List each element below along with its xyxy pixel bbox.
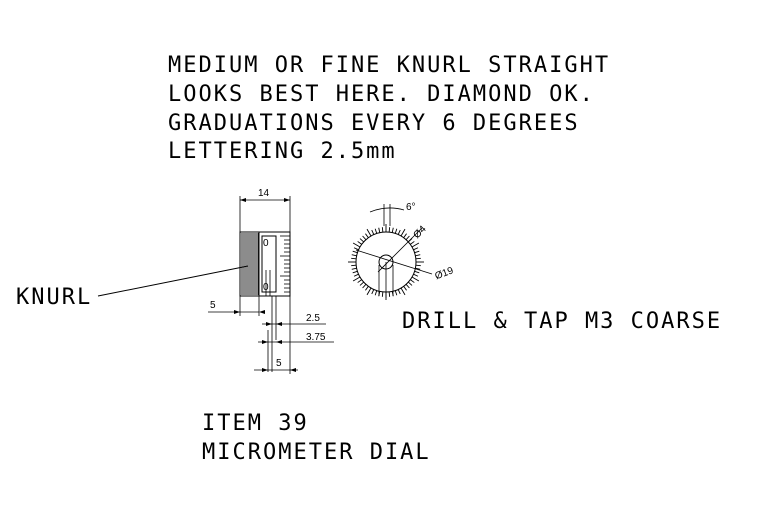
note-line-3: GRADUATIONS EVERY 6 DEGREES xyxy=(168,111,580,136)
arrowhead xyxy=(276,340,282,344)
notes-block: MEDIUM OR FINE KNURL STRAIGHT LOOKS BEST… xyxy=(168,53,610,164)
knurl-pattern xyxy=(241,233,259,295)
graduation-tick xyxy=(397,289,401,295)
knurl-label: KNURL xyxy=(16,285,92,310)
graduation-tick xyxy=(415,257,421,260)
arrowhead xyxy=(234,310,240,314)
graduation-tick xyxy=(400,228,406,237)
graduation-tick xyxy=(351,264,357,267)
graduation-tick xyxy=(357,279,362,283)
front-graduation-ticks xyxy=(348,224,424,300)
dia-19-label: Ø19 xyxy=(434,265,456,282)
graduation-tick xyxy=(366,228,372,237)
arrowhead xyxy=(284,198,290,202)
dia-4-label: Ø4 xyxy=(412,223,430,241)
graduation-tick xyxy=(403,286,407,291)
graduation-tick xyxy=(411,242,420,248)
arrowhead xyxy=(266,322,272,326)
graduation-tick xyxy=(359,281,365,286)
note-line-4: LETTERING 2.5mm xyxy=(168,139,397,164)
graduation-tick xyxy=(365,286,369,291)
note-line-2: LOOKS BEST HERE. DIAMOND OK. xyxy=(168,82,595,107)
arrowhead xyxy=(240,198,246,202)
graduation-tick xyxy=(405,235,410,241)
side-numeral: 0 xyxy=(263,282,269,293)
front-view: 6° Ø4 Ø19 xyxy=(348,202,455,300)
graduation-tick xyxy=(407,281,413,286)
note-line-1: MEDIUM OR FINE KNURL STRAIGHT xyxy=(168,53,610,78)
graduation-tick xyxy=(371,229,375,235)
graduation-tick xyxy=(410,241,415,245)
arrowhead xyxy=(290,368,296,372)
drill-tap-label: DRILL & TAP M3 COARSE xyxy=(402,309,722,334)
graduation-tick xyxy=(362,235,367,241)
item-number: ITEM 39 xyxy=(202,411,309,436)
graduation-tick xyxy=(359,238,365,243)
dim-left-step-label: 5 xyxy=(210,300,216,311)
graduation-tick xyxy=(413,247,419,251)
graduation-tick xyxy=(413,273,419,277)
angle-label: 6° xyxy=(406,202,416,213)
title-block: ITEM 39 MICROMETER DIAL xyxy=(202,411,431,465)
arrowhead xyxy=(276,322,282,326)
graduation-tick xyxy=(388,291,391,297)
graduation-tick xyxy=(352,270,358,274)
arrowhead xyxy=(259,310,265,314)
graduation-tick xyxy=(378,227,381,233)
graduation-tick xyxy=(415,267,421,270)
bore-outline xyxy=(261,235,277,293)
side-view: 14 0 0 5 2.5 3.75 xyxy=(208,188,334,374)
graduation-tick xyxy=(352,276,361,282)
graduation-tick xyxy=(353,247,359,251)
graduation-tick xyxy=(352,242,361,248)
graduation-tick xyxy=(405,283,410,289)
graduation-tick xyxy=(366,287,372,296)
graduation-tick xyxy=(388,227,391,233)
arrowhead xyxy=(262,340,268,344)
side-graduation-ticks xyxy=(280,235,290,293)
knurl-leader-line xyxy=(97,265,249,297)
diameter-leader-19 xyxy=(355,249,433,275)
graduation-tick xyxy=(403,233,407,238)
dim-width-label: 14 xyxy=(258,188,270,199)
graduation-tick xyxy=(414,250,420,254)
graduation-tick xyxy=(351,257,357,260)
graduation-tick xyxy=(351,254,357,257)
graduation-tick xyxy=(400,287,406,296)
diameter-leader-4 xyxy=(377,227,423,273)
graduation-tick xyxy=(351,267,357,270)
graduation-tick xyxy=(394,228,398,234)
graduation-tick xyxy=(397,229,401,235)
graduation-tick xyxy=(381,227,384,233)
graduation-tick xyxy=(415,264,421,267)
graduation-tick xyxy=(352,250,358,254)
arrowhead xyxy=(262,368,268,372)
graduation-tick xyxy=(371,289,375,295)
graduation-tick xyxy=(353,273,359,277)
graduation-tick xyxy=(415,254,421,257)
graduation-tick xyxy=(365,233,369,238)
graduation-tick xyxy=(414,270,420,274)
graduation-tick xyxy=(410,279,415,283)
graduation-tick xyxy=(362,283,367,289)
side-numeral: 0 xyxy=(263,238,269,249)
graduation-tick xyxy=(391,227,394,233)
dim-bottom-5-label: 5 xyxy=(276,358,282,369)
part-name: MICROMETER DIAL xyxy=(202,440,431,465)
graduation-tick xyxy=(374,228,378,234)
graduation-tick xyxy=(374,290,378,296)
angle-arc xyxy=(369,207,405,213)
graduation-tick xyxy=(357,241,362,245)
dim-2-5-label: 2.5 xyxy=(306,313,320,324)
graduation-tick xyxy=(411,276,420,282)
graduation-tick xyxy=(381,291,384,297)
graduation-tick xyxy=(394,290,398,296)
dim-3-75-label: 3.75 xyxy=(306,332,326,343)
